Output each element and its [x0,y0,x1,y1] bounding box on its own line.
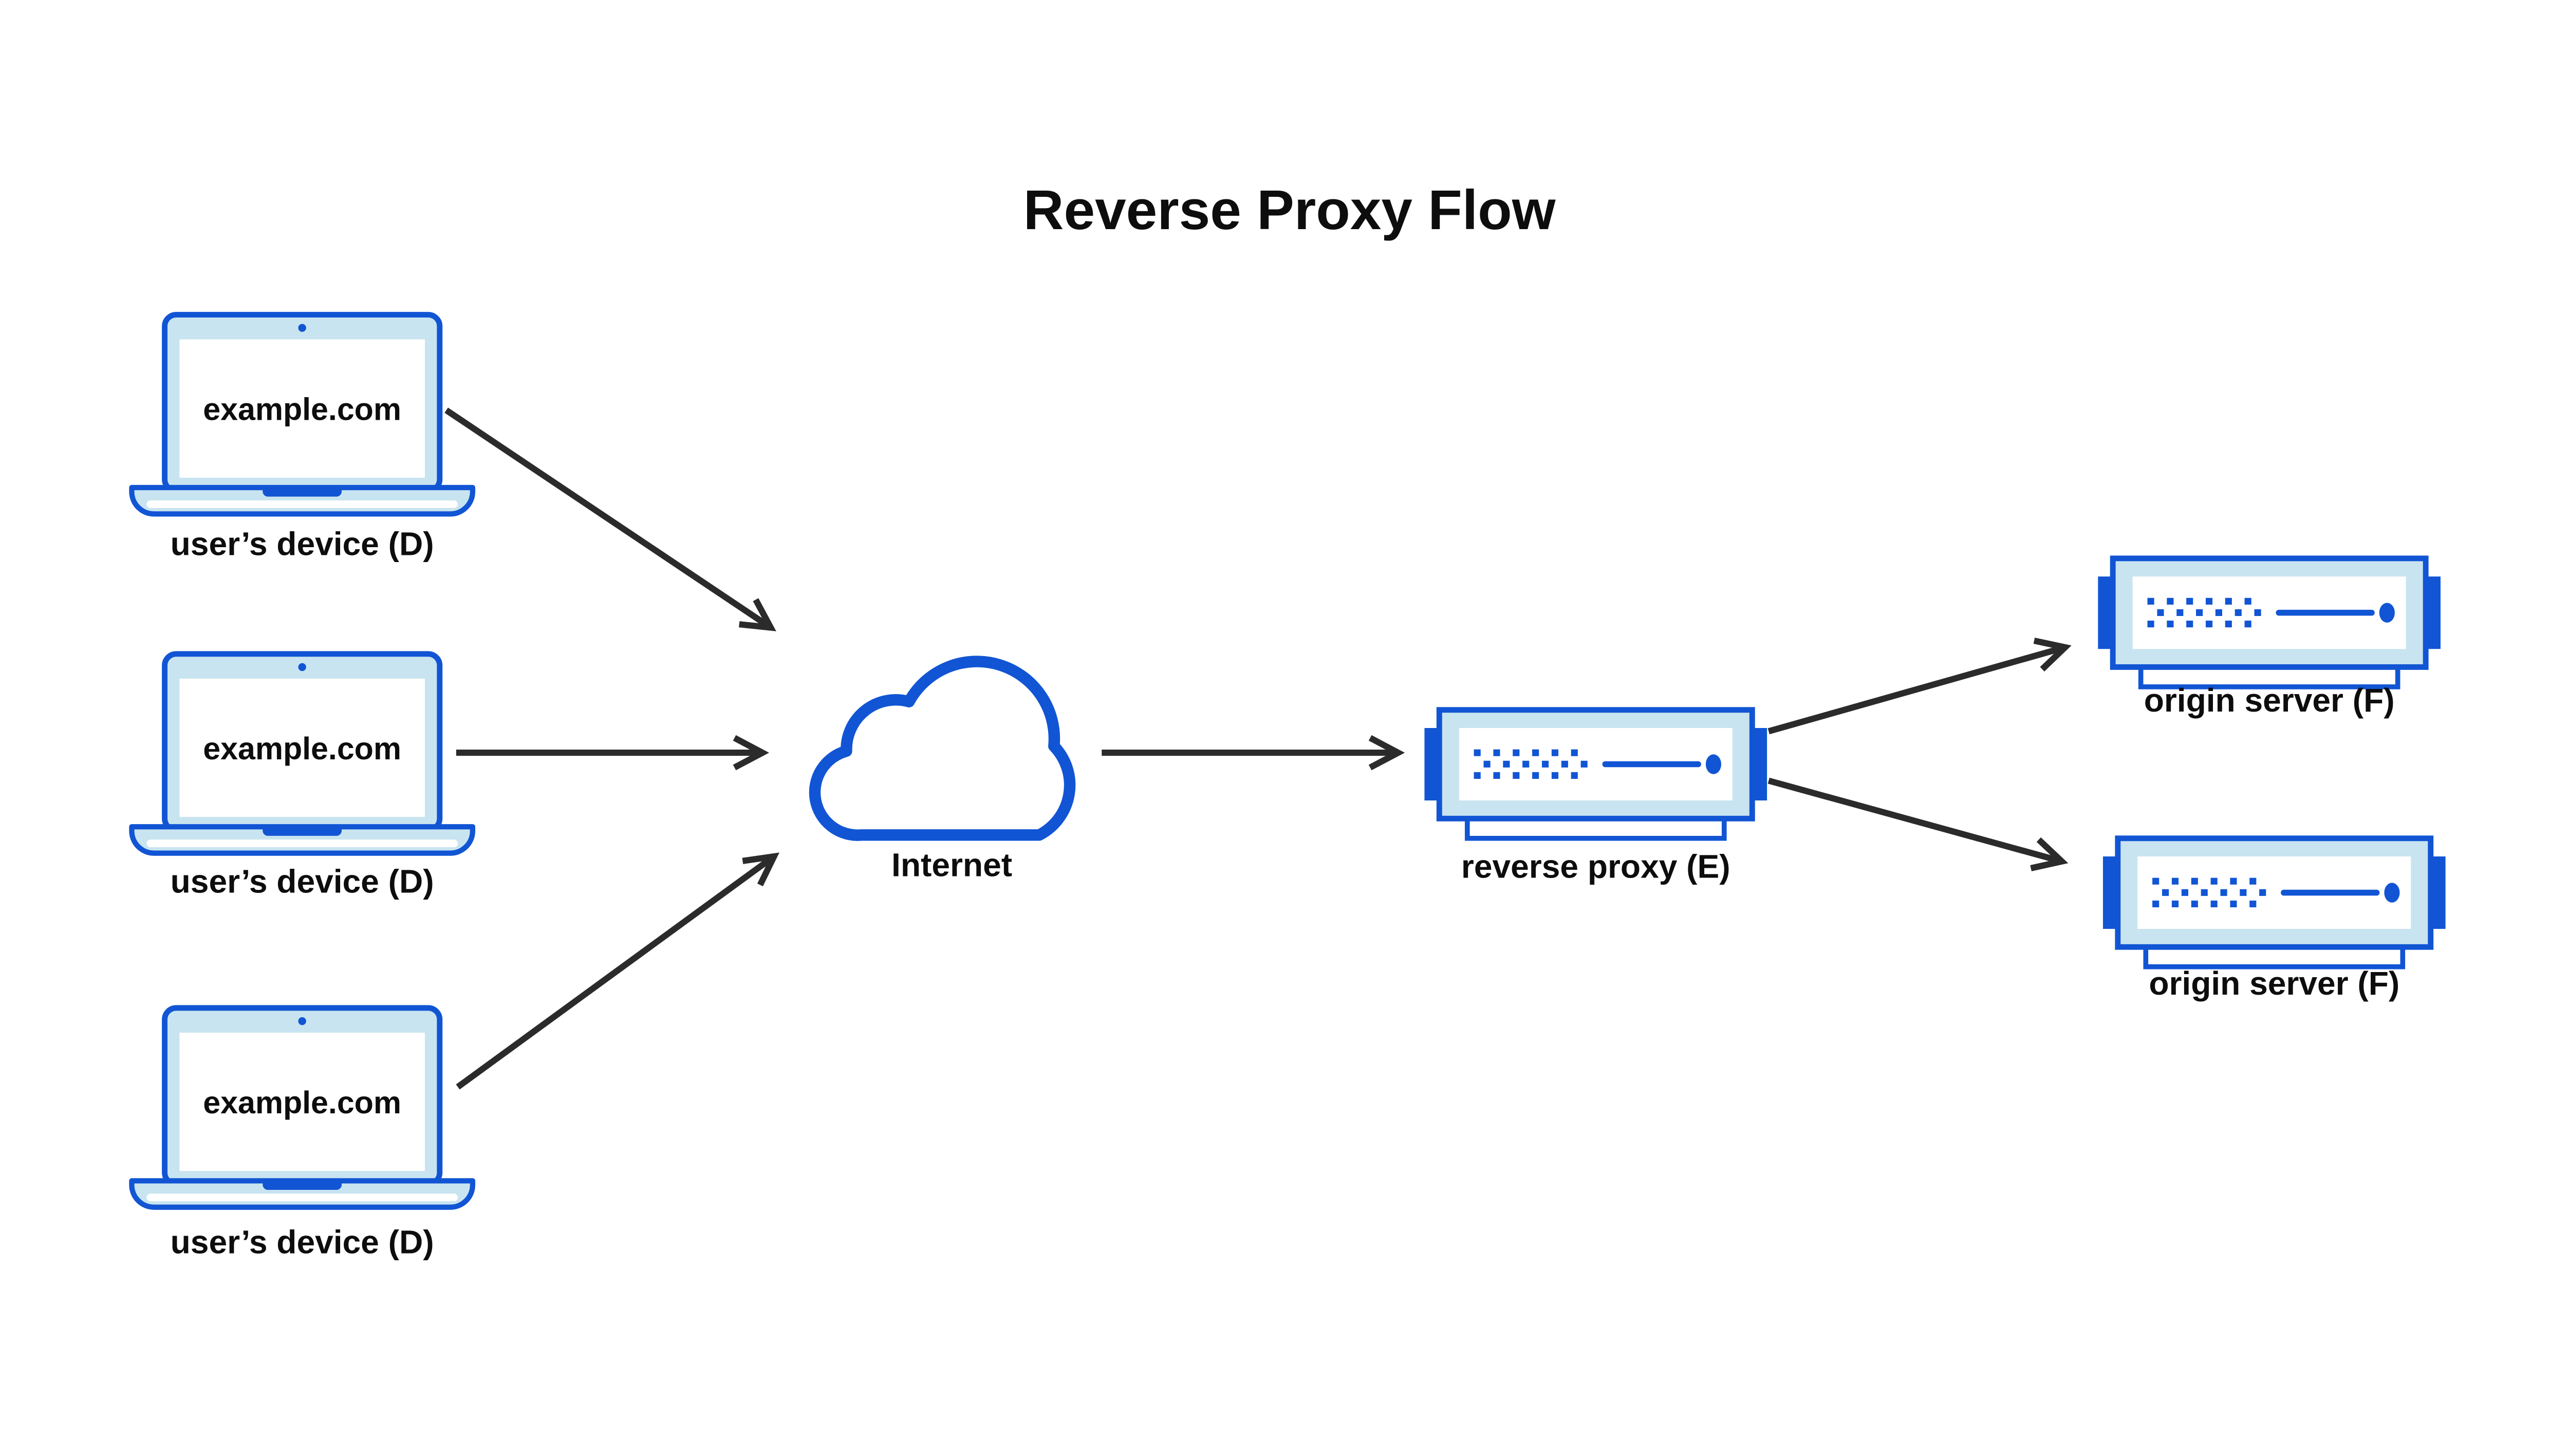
cloud-icon [809,656,1076,841]
node-origin-server-2: origin server (F) [2103,838,2446,1002]
page-title: Reverse Proxy Flow [1023,179,1556,241]
origin-server-2-label: origin server (F) [2149,965,2399,1002]
arrow-proxy-to-origin2 [1767,777,2069,871]
node-internet: Internet [809,656,1076,883]
arrow-device1-to-internet [444,407,776,631]
device2-screen-text: example.com [203,731,401,766]
device1-screen-text: example.com [203,392,401,427]
device3-screen-text: example.com [203,1085,401,1120]
internet-label: Internet [891,846,1012,883]
node-origin-server-1: origin server (F) [2098,558,2441,719]
device2-label: user’s device (D) [171,863,434,900]
node-user-device-3: example.com user’s device (D) [132,1008,472,1260]
server-icon [2098,558,2441,687]
node-user-device-1: example.com user’s device (D) [132,315,472,562]
flow-arrows [444,407,2072,1090]
arrow-proxy-to-origin1 [1767,638,2072,735]
server-icon [2103,838,2446,967]
node-reverse-proxy: reverse proxy (E) [1424,710,1767,885]
arrow-device3-to-internet [456,852,779,1090]
reverse-proxy-label: reverse proxy (E) [1461,848,1730,885]
server-icon [1424,710,1767,838]
origin-server-1-label: origin server (F) [2144,682,2395,719]
device1-label: user’s device (D) [171,525,434,562]
node-user-device-2: example.com user’s device (D) [132,654,472,900]
device3-label: user’s device (D) [171,1223,434,1260]
